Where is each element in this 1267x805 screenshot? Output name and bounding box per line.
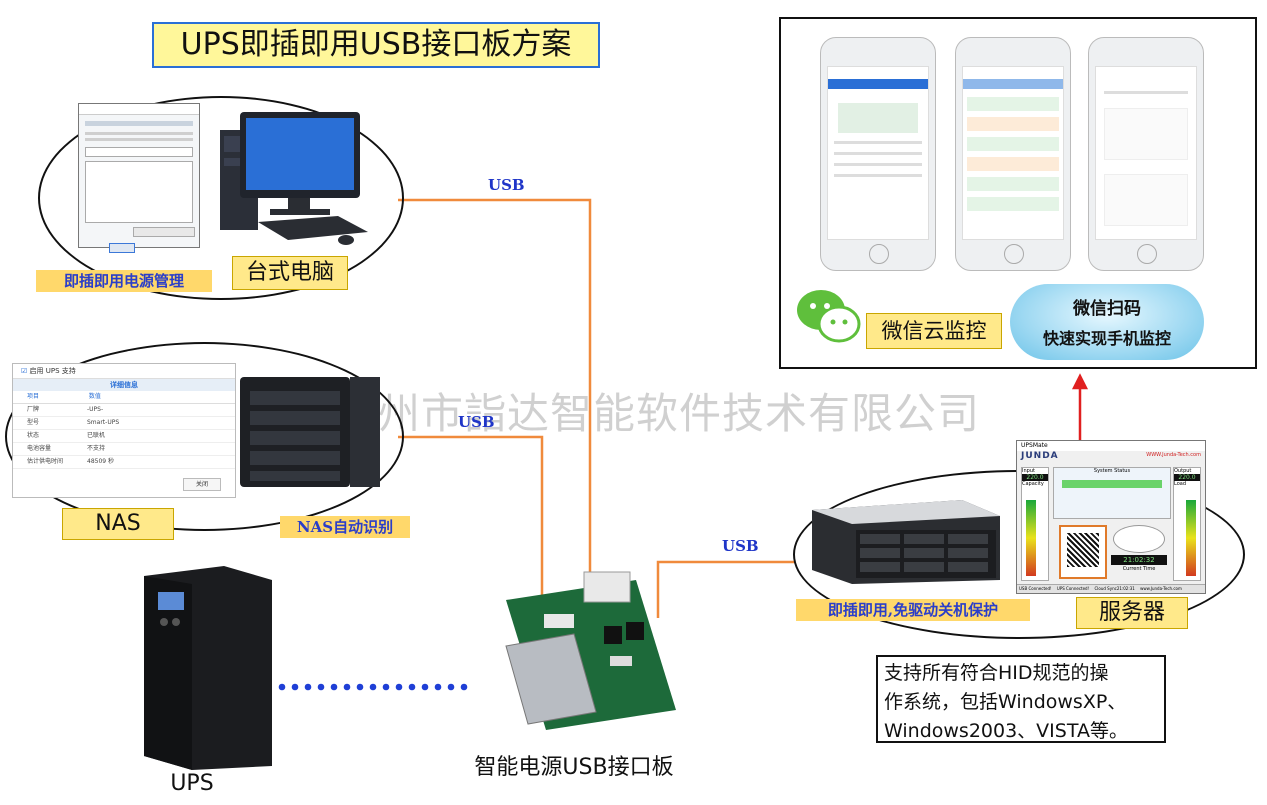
desktop-ellipse bbox=[38, 96, 404, 300]
check-icon: ☑ bbox=[21, 367, 28, 375]
nas-feature-label: NAS自动识别 bbox=[280, 516, 410, 538]
wechat-icon bbox=[797, 290, 861, 343]
desktop-computer-icon bbox=[220, 112, 368, 245]
note-line-3: Windows2003、VISTA等。 bbox=[884, 720, 1128, 742]
usb-line-server bbox=[656, 560, 795, 618]
phone-mockup bbox=[1088, 37, 1204, 271]
note-line-2: 作系统，包括WindowsXP、 bbox=[884, 691, 1127, 713]
brand-logo: JUNDA bbox=[1021, 451, 1059, 461]
server-feature-label: 即插即用,免驱动关机保护 bbox=[796, 599, 1030, 621]
table-row: 状态已联机 bbox=[13, 430, 235, 443]
status-bar-item: Cloud Sync21:02:31 bbox=[1094, 586, 1135, 591]
board-label: 智能电源USB接口板 bbox=[474, 755, 674, 780]
clock-icon bbox=[1113, 525, 1165, 553]
usb-interface-board-icon bbox=[505, 571, 676, 730]
nas-panel-title: 详细信息 bbox=[13, 379, 235, 391]
power-options-window bbox=[78, 103, 200, 253]
status-bar-item: USB Connected! bbox=[1019, 586, 1052, 591]
phone-mockup bbox=[820, 37, 936, 271]
input-label: Input bbox=[1022, 468, 1035, 474]
cloud-line-1: 微信扫码 bbox=[1073, 299, 1141, 319]
wechat-label: 微信云监控 bbox=[866, 313, 1002, 349]
brand-website: WWW.Junda-Tech.com bbox=[1146, 452, 1201, 458]
ups-label: UPS bbox=[170, 771, 214, 796]
nas-col-header: 数值 bbox=[88, 393, 101, 400]
usb-label-desktop: USB bbox=[488, 176, 525, 194]
phone-mockup bbox=[955, 37, 1071, 271]
output-label: Output bbox=[1174, 468, 1192, 474]
note-line-1: 支持所有符合HID规范的操 bbox=[884, 662, 1109, 684]
compatibility-note: 支持所有符合HID规范的操 作系统，包括WindowsXP、 Windows20… bbox=[876, 655, 1166, 743]
nas-device-icon bbox=[240, 377, 380, 487]
clock-caption: Current Time bbox=[1122, 566, 1156, 572]
server-label: 服务器 bbox=[1076, 597, 1188, 629]
desktop-feature-label: 即插即用电源管理 bbox=[36, 270, 212, 292]
status-title: System Status bbox=[1093, 468, 1131, 474]
upsmate-title: UPSMate bbox=[1017, 441, 1205, 451]
usb-label-nas: USB bbox=[458, 413, 495, 431]
nas-ellipse bbox=[5, 342, 404, 531]
nas-close-button[interactable]: 关闭 bbox=[183, 478, 221, 491]
status-bar-item: UPS Connected! bbox=[1056, 586, 1090, 591]
load-label: Load bbox=[1174, 481, 1186, 487]
usb-line-nas bbox=[398, 435, 544, 610]
usb-line-desktop bbox=[398, 198, 592, 580]
capacity-label: Capacity bbox=[1022, 481, 1044, 487]
cloud-shape: 微信扫码 快速实现手机监控 bbox=[1010, 284, 1204, 360]
cloud-line-2: 快速实现手机监控 bbox=[1042, 329, 1171, 348]
upsmate-window: UPSMate JUNDA WWW.Junda-Tech.com Input 2… bbox=[1016, 440, 1206, 594]
input-value: 220.0 bbox=[1022, 474, 1048, 481]
table-row: 电池容量不支持 bbox=[13, 443, 235, 456]
nas-col-header: 项目 bbox=[27, 393, 40, 400]
diagram-title: UPS即插即用USB接口板方案 bbox=[152, 22, 600, 68]
nas-window-title: 启用 UPS 支持 bbox=[29, 367, 76, 375]
nas-label: NAS bbox=[62, 508, 174, 540]
rack-server-icon bbox=[812, 500, 1000, 584]
status-bar-item: www.Junda-Tech.com bbox=[1140, 586, 1182, 591]
table-row: 厂牌-UPS- bbox=[13, 404, 235, 417]
desktop-label: 台式电脑 bbox=[232, 256, 348, 290]
watermark: 广州市詣达智能软件技术有限公司 bbox=[335, 389, 981, 438]
serial-dots bbox=[278, 683, 468, 691]
clock-display: 21:02:32 bbox=[1111, 555, 1167, 565]
qr-code-icon bbox=[1059, 525, 1107, 579]
usb-label-server: USB bbox=[722, 537, 759, 555]
ups-device-icon bbox=[144, 566, 272, 770]
output-value: 220.0 bbox=[1174, 474, 1200, 481]
